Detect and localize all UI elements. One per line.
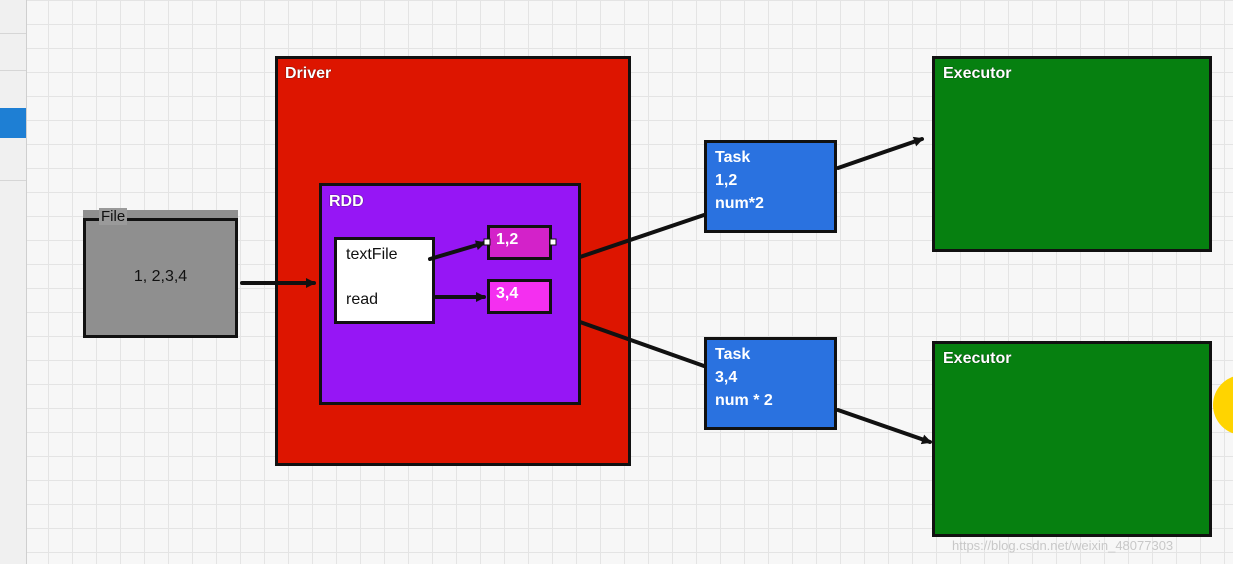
partition-1-label: 1,2 [496, 231, 519, 248]
file-content: 1, 2,3,4 [133, 268, 188, 285]
partition-2-label: 3,4 [496, 285, 519, 302]
watermark: https://blog.csdn.net/weixin_48077303 [952, 538, 1174, 553]
sidebar-divider [0, 70, 26, 71]
cursor-highlight [1213, 375, 1233, 435]
file-box-tab [83, 210, 238, 220]
sidebar-divider [0, 33, 26, 34]
task2-to-executor2-arrow [836, 408, 932, 445]
task-1-function: num*2 [715, 195, 764, 212]
task-1-title: Task [715, 149, 751, 166]
connection-handle [549, 238, 557, 246]
task1-to-executor1-arrow [836, 136, 924, 170]
task-2-function: num * 2 [715, 392, 773, 409]
task-2-title: Task [715, 346, 751, 363]
sidebar-selected-item[interactable] [0, 108, 26, 138]
read-op-label: read [346, 291, 379, 308]
driver-title: Driver [285, 65, 332, 82]
rdd-to-task1-connector [578, 213, 706, 259]
task-2-box[interactable] [704, 337, 837, 430]
task-1-partition: 1,2 [715, 172, 738, 189]
executor-1-box[interactable] [932, 56, 1212, 252]
operations-box[interactable] [334, 237, 435, 324]
file-label: File [99, 208, 128, 225]
partition-2-box[interactable] [487, 279, 552, 314]
textfile-to-partition1-arrow [428, 240, 486, 261]
executor-2-box[interactable] [932, 341, 1212, 537]
executor-2-title: Executor [943, 350, 1012, 367]
connection-handle [483, 238, 491, 246]
left-sidebar [0, 0, 27, 564]
textfile-op-label: textFile [346, 246, 398, 263]
sidebar-divider [0, 180, 26, 181]
file-box[interactable] [83, 218, 238, 338]
task-1-box[interactable] [704, 140, 837, 233]
rdd-to-task2-connector [578, 320, 706, 368]
rdd-title: RDD [329, 193, 364, 210]
executor-1-title: Executor [943, 65, 1012, 82]
task-2-partition: 3,4 [715, 369, 738, 386]
